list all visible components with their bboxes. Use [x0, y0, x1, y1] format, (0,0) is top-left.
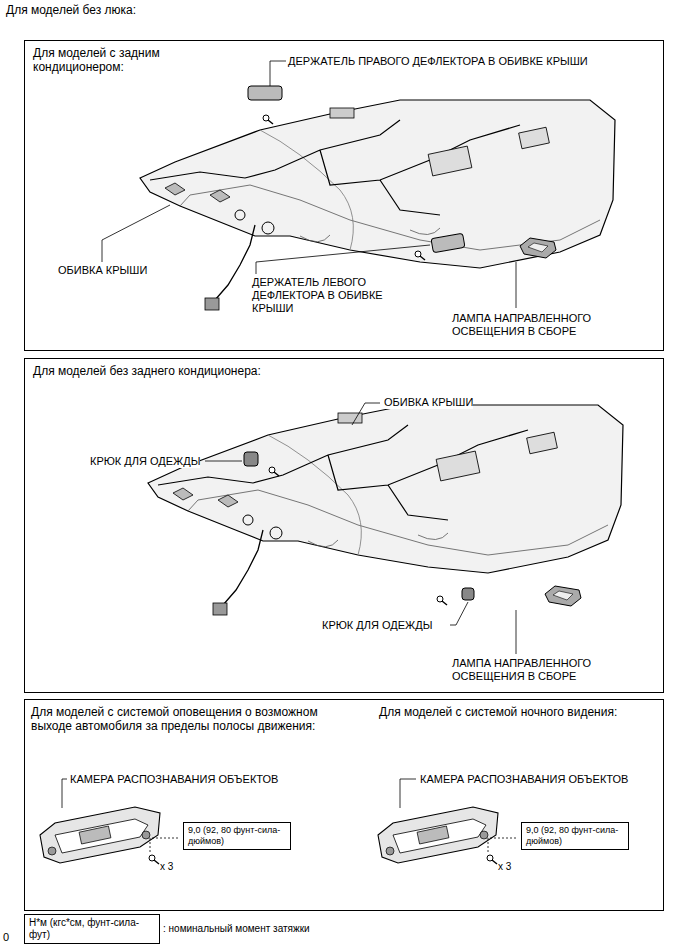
torque-box: 9,0 (92, 80 фунт-сила-дюймов) — [521, 822, 629, 850]
panel-heading: Для моделей без заднего кондиционера: — [33, 364, 433, 378]
part-name: ОБИВКА КРЫШИ — [58, 264, 147, 277]
variant-panel: Для моделей без заднего кондиционера: — [24, 358, 664, 693]
panel-heading: Для моделей с системой ночного видения: — [379, 705, 649, 719]
quantity: x 3 — [498, 861, 511, 873]
part-name: КАМЕРА РАСПОЗНАВАНИЯ ОБЪЕКТОВ — [70, 773, 278, 786]
legend-box: Н*м (кгс*см, фунт-сила-фут) — [24, 914, 160, 944]
torque-value: 9,0 (92, 80 фунт-сила-дюймов) — [184, 823, 290, 849]
part-name: КАМЕРА РАСПОЗНАВАНИЯ ОБЪЕКТОВ — [420, 773, 628, 786]
parts-drawing — [40, 86, 581, 864]
part-name: ЛАМПА НАПРАВЛЕННОГО ОСВЕЩЕНИЯ В СБОРЕ — [452, 657, 612, 683]
page-mark: 0 — [3, 931, 9, 944]
torque-box: 9,0 (92, 80 фунт-сила-дюймов) — [183, 822, 291, 850]
part-name: КРЮК ДЛЯ ОДЕЖДЫ — [90, 455, 200, 468]
variant-panel: Для моделей с системой оповещения о возм… — [24, 699, 664, 911]
legend-text: Н*м (кгс*см, фунт-сила-фут) — [25, 915, 159, 943]
panel-heading: Для моделей с задним кондиционером: — [33, 46, 203, 75]
legend-meaning: : номинальный момент затяжки — [163, 923, 310, 935]
part-name: ОБИВКА КРЫШИ — [384, 396, 473, 409]
quantity: x 3 — [160, 861, 173, 873]
part-name: ДЕРЖАТЕЛЬ ПРАВОГО ДЕФЛЕКТОРА В ОБИВКЕ КР… — [288, 55, 588, 68]
part-name: ЛАМПА НАПРАВЛЕННОГО ОСВЕЩЕНИЯ В СБОРЕ — [452, 312, 612, 338]
torque-value: 9,0 (92, 80 фунт-сила-дюймов) — [522, 823, 628, 849]
part-name: ДЕРЖАТЕЛЬ ЛЕВОГО ДЕФЛЕКТОРА В ОБИВКЕ КРЫ… — [252, 276, 412, 316]
part-name: КРЮК ДЛЯ ОДЕЖДЫ — [322, 619, 432, 632]
panel-heading: Для моделей с системой оповещения о возм… — [31, 705, 331, 734]
page-title: Для моделей без люка: — [6, 3, 136, 17]
